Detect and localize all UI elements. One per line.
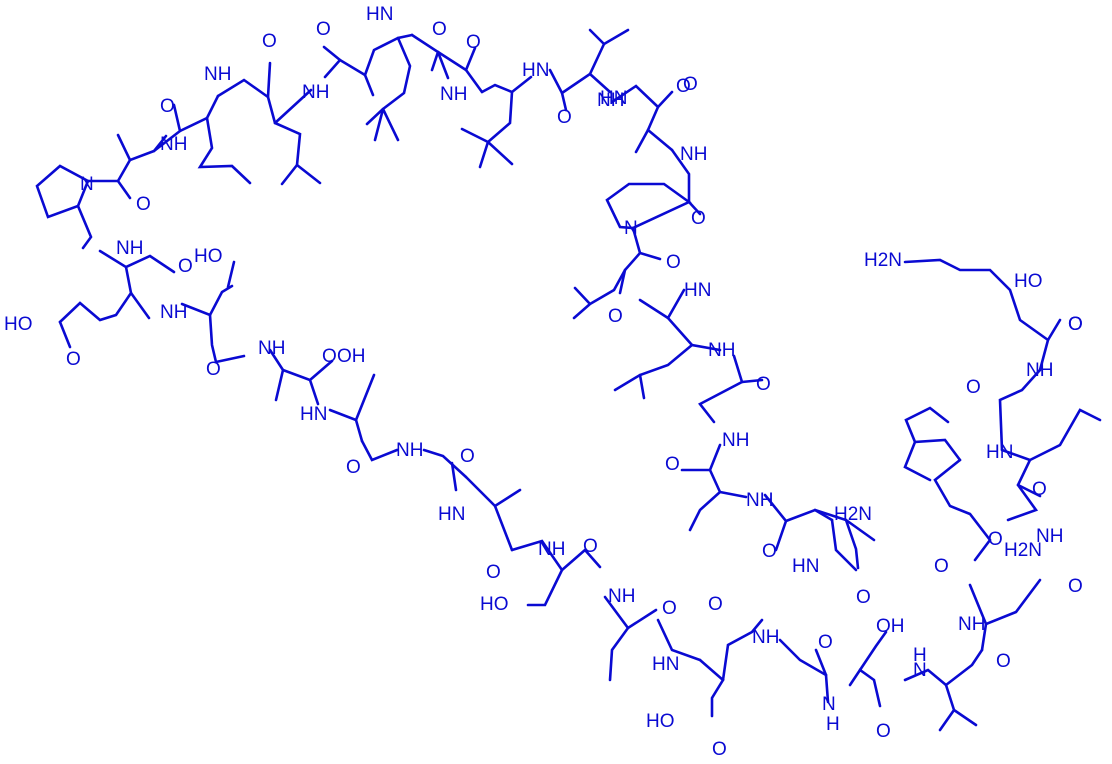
atom-label: O: [662, 598, 677, 619]
atom-label: H2N: [1004, 540, 1042, 561]
atom-label: NH: [680, 144, 707, 165]
atom-label: H: [826, 714, 840, 735]
atom-label: O: [691, 208, 706, 229]
atom-label: H2N: [864, 250, 902, 271]
atom-label: NH: [396, 440, 423, 461]
atom-label: O: [988, 529, 1003, 550]
atom-label: O: [1068, 314, 1083, 335]
atom-label: O: [557, 107, 572, 128]
atom-label: HN: [366, 4, 393, 25]
atom-label: NH: [958, 614, 985, 635]
atom-label: HN: [522, 60, 549, 81]
atom-label: NH: [258, 338, 285, 359]
atom-label: HN: [792, 556, 819, 577]
atom-label: NH: [722, 430, 749, 451]
atom-label: O: [756, 374, 771, 395]
atom-label: NH: [440, 84, 467, 105]
atom-label: O: [206, 359, 221, 380]
atom-label: HO: [1014, 271, 1043, 292]
atom-label: HN: [300, 404, 327, 425]
bond-skeleton: [35, 28, 1102, 732]
atom-label: O: [666, 252, 681, 273]
atom-label: N: [822, 694, 836, 715]
atom-label: O: [178, 256, 193, 277]
atom-label: O: [262, 31, 277, 52]
atom-label: HN: [652, 654, 679, 675]
atom-label: HN: [986, 442, 1013, 463]
atom-label: HN: [438, 504, 465, 525]
atom-label: NH: [204, 64, 231, 85]
atom-label: H2N: [834, 504, 872, 525]
atom-label: N: [624, 218, 638, 239]
atom-labels: NH O NH O NH O HN O NH O O HN O NH O N O…: [4, 4, 1083, 760]
atom-label: O: [683, 74, 698, 95]
atom-label: NH: [708, 340, 735, 361]
atom-label: NH: [1026, 360, 1053, 381]
atom-label: O: [486, 562, 501, 583]
atom-label: O: [316, 19, 331, 40]
atom-label: N: [80, 174, 94, 195]
atom-label: O: [665, 454, 680, 475]
atom-label: O: [818, 632, 833, 653]
atom-label: O: [136, 194, 151, 215]
atom-label: HO: [646, 711, 675, 732]
atom-label: HN: [600, 88, 627, 109]
atom-label: HO: [480, 594, 509, 615]
atom-label: HO: [4, 314, 33, 335]
atom-label: O: [876, 721, 891, 742]
atom-label: O: [1068, 314, 1083, 335]
atom-label: O: [712, 739, 727, 760]
atom-label: O: [1032, 479, 1047, 500]
atom-label: NH: [752, 627, 779, 648]
atom-label: O: [160, 96, 175, 117]
atom-label: O: [856, 587, 871, 608]
atom-label: O: [934, 556, 949, 577]
atom-label: HO: [194, 246, 223, 267]
atom-label: O: [460, 446, 475, 467]
atom-label: NH: [1036, 526, 1063, 547]
atom-label: O: [66, 349, 81, 370]
atom-label: NH: [160, 302, 187, 323]
atom-label: O: [966, 377, 981, 398]
atom-label: O: [762, 541, 777, 562]
atom-label: O: [466, 32, 481, 53]
atom-label: O: [322, 346, 337, 367]
atom-label: O: [708, 594, 723, 615]
atom-label: OH: [876, 616, 905, 637]
atom-label: O: [346, 457, 361, 478]
atom-label: NH: [746, 490, 773, 511]
atom-label: NH: [302, 82, 329, 103]
atom-label: NH: [608, 586, 635, 607]
atom-label: O: [608, 306, 623, 327]
atom-label: HN: [684, 280, 711, 301]
atom-label: NH: [597, 90, 624, 111]
atom-label: O: [996, 651, 1011, 672]
atom-label: O: [1068, 576, 1083, 597]
atom-label: H: [913, 645, 927, 666]
atom-label: OH: [337, 346, 366, 367]
atom-label: O: [432, 19, 447, 40]
atom-label: O: [676, 76, 691, 97]
atom-label: O: [583, 536, 598, 557]
atom-label: NH: [538, 539, 565, 560]
atom-label: NH: [160, 134, 187, 155]
atom-label: NH: [116, 238, 143, 259]
atom-label: N: [913, 660, 927, 681]
